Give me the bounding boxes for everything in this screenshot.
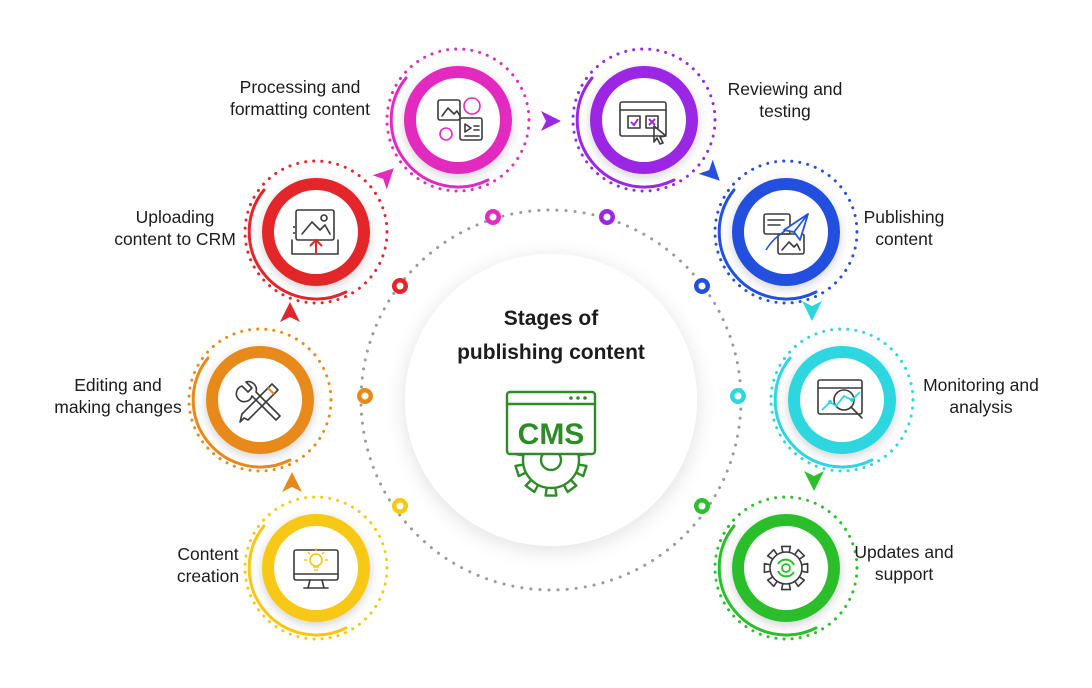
ring-dots xyxy=(357,209,746,514)
cms-text: CMS xyxy=(518,418,585,451)
ring-dot-publishing xyxy=(694,278,710,294)
stage-node-updates xyxy=(713,495,859,641)
arrow-to-publishing xyxy=(698,159,720,181)
stage-inner xyxy=(800,358,884,442)
label-editing: Editing and making changes xyxy=(54,375,182,417)
ring-dot-monitoring xyxy=(730,388,746,404)
gear-refresh-icon xyxy=(763,545,809,591)
stage-outer-arc xyxy=(717,524,818,637)
label-content-creation: Content creation xyxy=(176,544,240,586)
stage-node-content-creation xyxy=(243,495,389,641)
arrow-to-monitoring xyxy=(802,301,822,321)
stage-dotted-halo xyxy=(769,327,915,473)
wrench-pencil-icon xyxy=(235,380,281,423)
center-title-line1: Stages of xyxy=(504,307,600,330)
stage-node-uploading xyxy=(243,159,389,305)
stage-dotted-halo xyxy=(243,495,389,641)
arrow-to-uploading xyxy=(280,302,300,322)
arrow-to-editing xyxy=(282,472,302,492)
label-publishing: Publishing content xyxy=(863,207,945,249)
stage-inner xyxy=(274,190,358,274)
stage-node-editing xyxy=(187,327,333,473)
stage-node-processing xyxy=(385,47,531,193)
stage-dotted-halo xyxy=(713,495,859,641)
stage-outer-arc xyxy=(575,76,676,189)
ring-dot-updates xyxy=(694,498,710,514)
stage-outer-arc xyxy=(773,356,874,469)
cms-gear-window-icon: CMS xyxy=(505,390,597,497)
stage-node-reviewing xyxy=(571,47,717,193)
label-processing: Processing and formatting content xyxy=(229,77,371,119)
arrow-to-updates xyxy=(804,471,824,491)
label-monitoring: Monitoring and analysis xyxy=(923,375,1039,417)
monitor-lightbulb-icon xyxy=(293,548,339,589)
stage-outer-arc xyxy=(389,76,490,189)
stage-node-publishing xyxy=(713,159,859,305)
label-uploading: Uploading content to CRM xyxy=(114,207,236,249)
label-updates: Updates and support xyxy=(854,542,954,584)
stage-inner xyxy=(218,358,302,442)
ring-dot-editing xyxy=(357,388,373,404)
paper-plane-documents-icon xyxy=(763,213,809,255)
stage-dotted-halo xyxy=(713,159,859,305)
stage-outer-arc xyxy=(247,524,348,637)
media-gear-icon xyxy=(437,97,483,141)
ring-dot-uploading xyxy=(392,278,408,294)
browser-checkbox-cursor-icon xyxy=(619,101,667,145)
stage-dotted-halo xyxy=(385,47,531,193)
stage-inner xyxy=(274,526,358,610)
stage-outer-arc xyxy=(717,188,818,301)
stage-arrows xyxy=(280,111,824,492)
ring-dot-reviewing xyxy=(599,209,615,225)
stage-outer-arc xyxy=(191,356,292,469)
stage-dotted-halo xyxy=(243,159,389,305)
center-hub: Stages of publishing content CMS xyxy=(405,254,697,546)
center-title-line2: publishing content xyxy=(457,341,645,364)
magnifier-chart-icon xyxy=(817,379,863,419)
stage-dotted-halo xyxy=(187,327,333,473)
stage-nodes xyxy=(187,47,915,641)
stage-inner xyxy=(744,526,828,610)
stage-outer-arc xyxy=(247,188,348,301)
stage-inner xyxy=(602,78,686,162)
arrow-to-processing xyxy=(372,168,394,190)
ring-dot-processing xyxy=(485,209,501,225)
stage-node-monitoring xyxy=(769,327,915,473)
arrow-to-reviewing xyxy=(541,111,561,131)
upload-image-icon xyxy=(291,209,339,255)
label-reviewing: Reviewing and testing xyxy=(727,79,843,121)
stage-inner xyxy=(744,190,828,274)
ring-dot-content-creation xyxy=(392,498,408,514)
stage-dotted-halo xyxy=(571,47,717,193)
